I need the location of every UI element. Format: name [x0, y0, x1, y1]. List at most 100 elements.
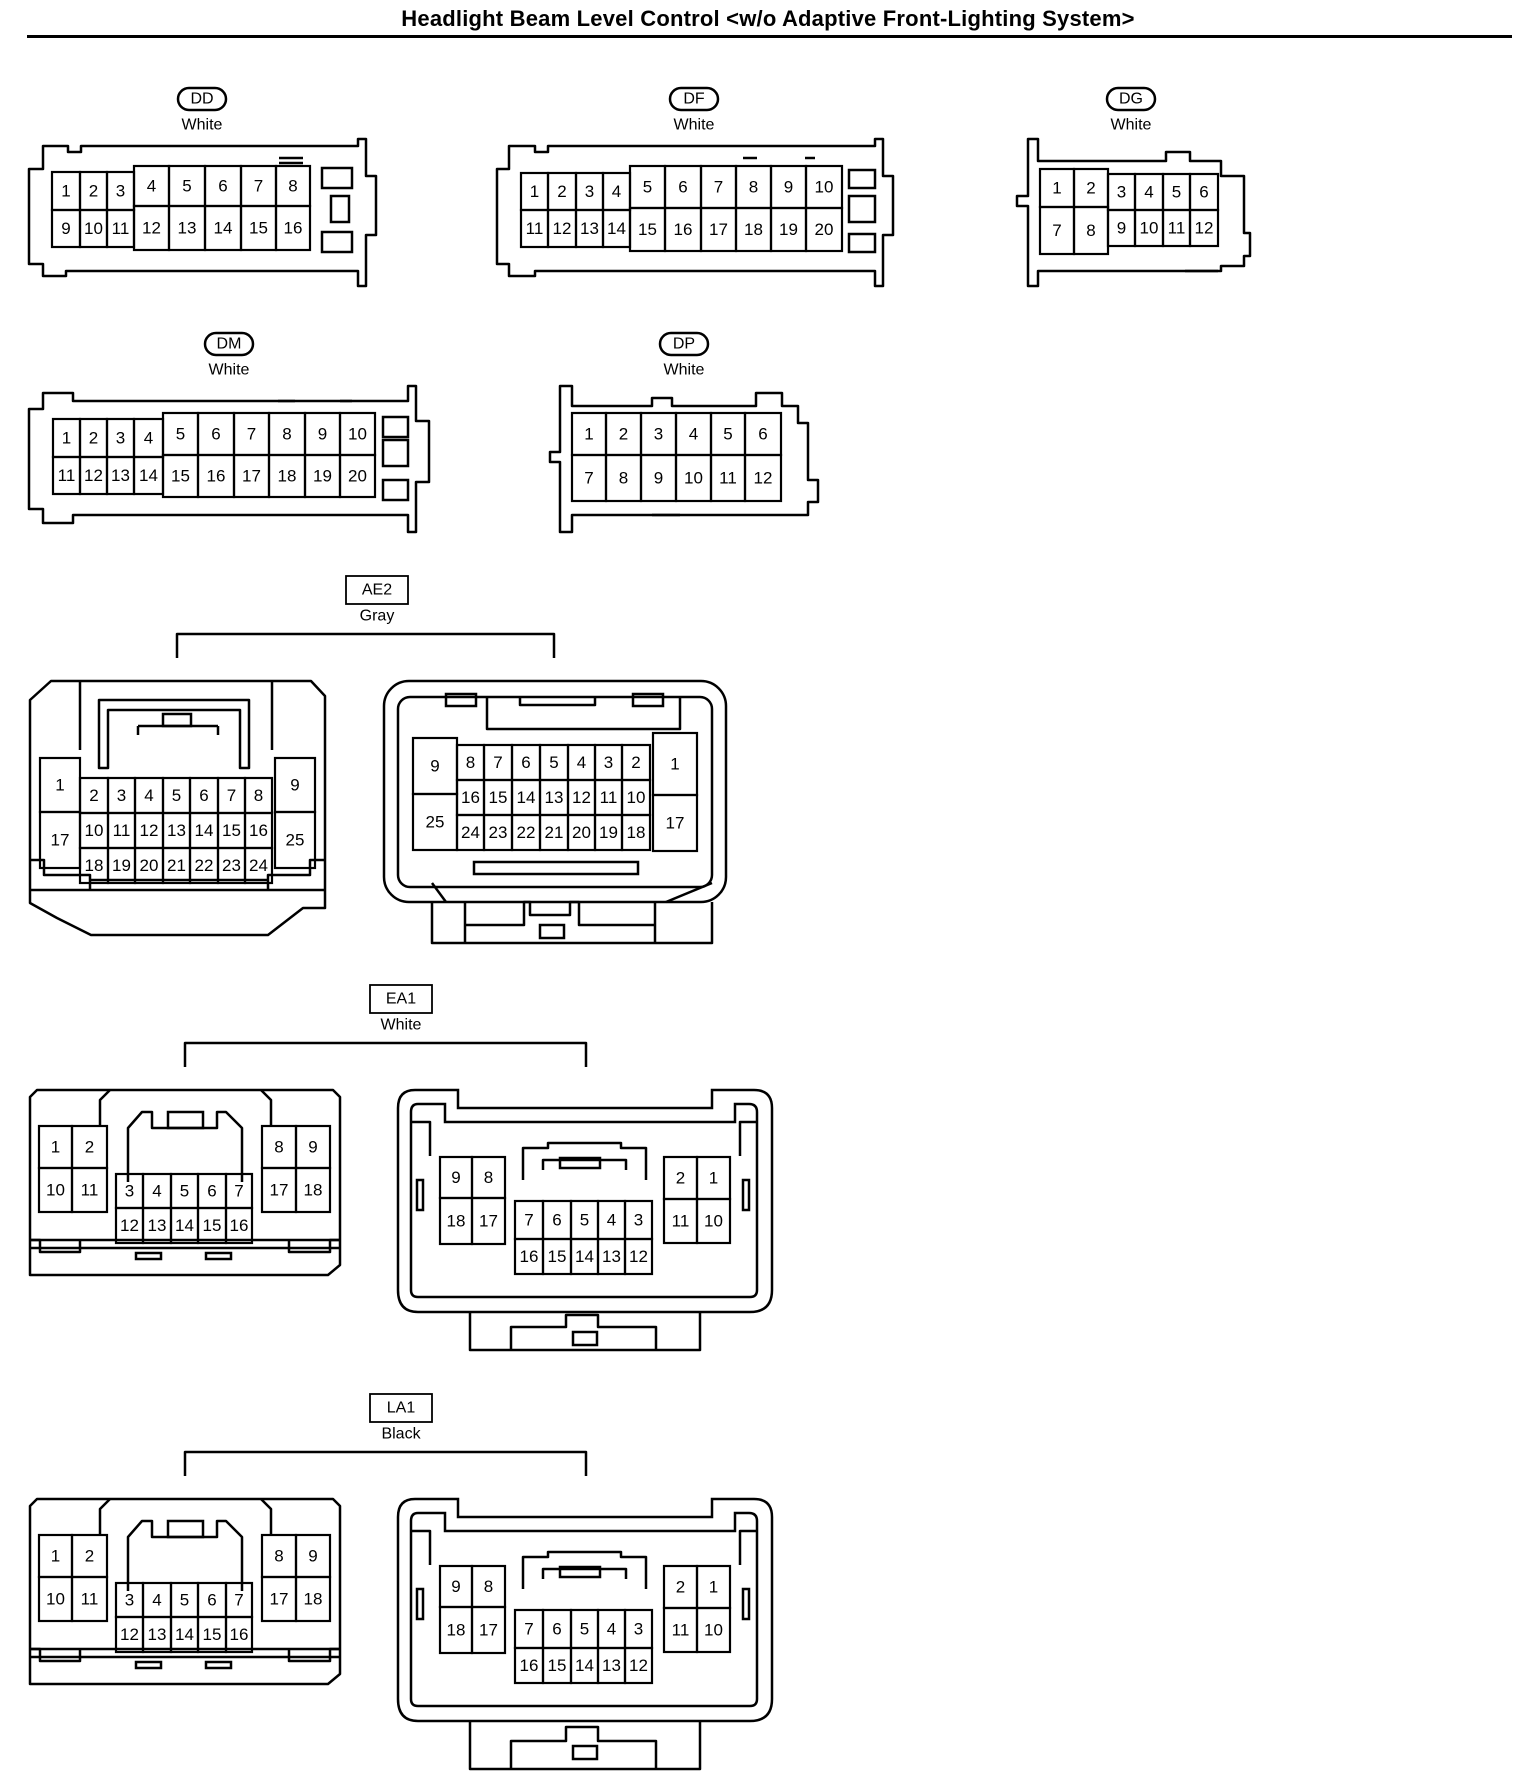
pin-number: 4	[577, 753, 586, 772]
pin-number: 15	[489, 788, 508, 807]
pin-number: 13	[602, 1247, 621, 1266]
pin-number: 7	[1052, 221, 1061, 240]
pin-number: 13	[580, 219, 599, 238]
pin-number: 13	[148, 1625, 167, 1644]
pin-number: 17	[666, 814, 685, 833]
pin-number: 8	[274, 1547, 283, 1566]
pin-number: 9	[654, 469, 663, 488]
pin-number: 3	[654, 425, 663, 444]
pin-number: 15	[203, 1625, 222, 1644]
pin-number: 7	[524, 1211, 533, 1230]
pin-number: 18	[304, 1590, 323, 1609]
pin-number: 2	[89, 429, 98, 448]
page-title: Headlight Beam Level Control <w/o Adapti…	[401, 6, 1135, 31]
pin-number: 11	[719, 469, 737, 488]
pin-number: 7	[234, 1182, 243, 1201]
pin-number: 3	[585, 182, 594, 201]
pin-number: 1	[51, 1138, 60, 1157]
pin-number: 6	[207, 1182, 216, 1201]
pin-number: 15	[222, 821, 241, 840]
pin-number: 10	[348, 425, 367, 444]
pin-number: 17	[270, 1590, 289, 1609]
pin-number: 3	[125, 1591, 134, 1610]
pin-number: 16	[284, 219, 303, 238]
pin-number: 2	[676, 1578, 685, 1597]
connector-code: EA1	[386, 991, 416, 1008]
pin-number: 10	[85, 821, 104, 840]
pin-number: 16	[520, 1656, 539, 1675]
pin-number: 11	[600, 788, 618, 807]
pin-number: 9	[290, 776, 299, 795]
pin-number: 16	[249, 821, 268, 840]
pin-number: 17	[270, 1181, 289, 1200]
pin-number: 24	[461, 823, 480, 842]
pin-number: 11	[81, 1181, 99, 1200]
pin-number: 23	[222, 856, 241, 875]
pin-number: 7	[227, 786, 236, 805]
pin-number: 8	[484, 1168, 493, 1187]
pin-number: 8	[288, 177, 297, 196]
pin-number: 3	[117, 786, 126, 805]
pin-number: 5	[643, 178, 652, 197]
pin-number: 9	[308, 1138, 317, 1157]
pin-number: 13	[602, 1656, 621, 1675]
pin-number: 12	[1195, 219, 1214, 238]
pin-number: 13	[111, 466, 130, 485]
connector-bracket-ea1	[183, 1041, 588, 1067]
pin-number: 18	[447, 1621, 466, 1640]
connector-code: DM	[217, 336, 242, 353]
connector-code: DG	[1119, 91, 1143, 108]
pin-number: 10	[815, 178, 834, 197]
pin-number: 9	[784, 178, 793, 197]
pin-number: 12	[754, 469, 773, 488]
pin-number: 14	[575, 1656, 594, 1675]
pin-number: 11	[112, 219, 130, 238]
pin-number: 6	[552, 1211, 561, 1230]
pin-number: 5	[176, 425, 185, 444]
pin-number: 19	[313, 467, 332, 486]
pin-number: 14	[575, 1247, 594, 1266]
pin-number: 24	[249, 856, 268, 875]
pin-number: 5	[549, 753, 558, 772]
connector-code: AE2	[362, 582, 392, 599]
title-rule	[27, 35, 1512, 38]
pin-number: 14	[214, 219, 233, 238]
pin-number: 21	[167, 856, 186, 875]
pin-number: 16	[230, 1216, 249, 1235]
pin-number: 11	[526, 219, 544, 238]
pin-number: 11	[672, 1212, 690, 1231]
pin-number: 10	[46, 1590, 65, 1609]
pin-number: 18	[627, 823, 646, 842]
pin-number: 8	[282, 425, 291, 444]
pin-number: 16	[674, 220, 693, 239]
connector-code: DF	[683, 91, 705, 108]
pin-number: 11	[672, 1621, 690, 1640]
pin-number: 18	[744, 220, 763, 239]
pin-number: 15	[171, 467, 190, 486]
pin-number: 8	[1086, 221, 1095, 240]
pin-number: 3	[634, 1620, 643, 1639]
pin-number: 10	[46, 1181, 65, 1200]
pin-number: 17	[709, 220, 728, 239]
pin-number: 20	[348, 467, 367, 486]
pin-number: 7	[247, 425, 256, 444]
pin-number: 9	[308, 1547, 317, 1566]
pin-number: 5	[182, 177, 191, 196]
connector-color: White	[182, 117, 223, 134]
pin-number: 25	[426, 813, 445, 832]
pin-number: 5	[180, 1182, 189, 1201]
pin-number: 1	[55, 776, 64, 795]
pin-number: 2	[85, 1547, 94, 1566]
